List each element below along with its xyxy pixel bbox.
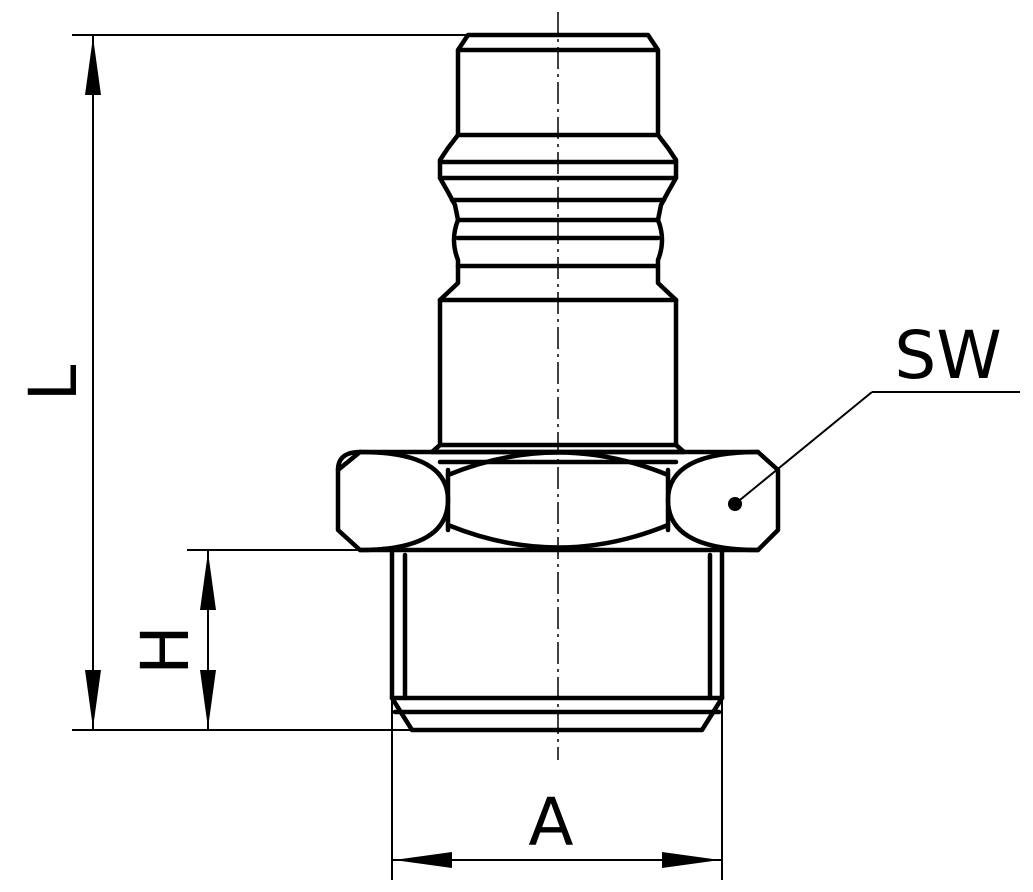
sw-leader-line: [734, 391, 873, 505]
dimension-a: A: [391, 700, 723, 880]
threaded-shank: [389, 547, 725, 733]
h-arrow-bottom: [200, 670, 216, 728]
a-arrow-right: [662, 852, 720, 868]
h-arrow-top: [200, 552, 216, 610]
l-arrow-bottom: [85, 670, 101, 728]
l-arrow-top: [85, 37, 101, 95]
a-label: A: [528, 784, 573, 861]
dimension-sw-leader: SW: [728, 317, 1020, 511]
l-label: L: [15, 364, 92, 401]
dimension-l: L: [15, 34, 468, 731]
a-arrow-left: [394, 852, 452, 868]
sw-label: SW: [894, 317, 1001, 394]
dimension-h: H: [127, 549, 392, 730]
hex-nut-sw: [335, 449, 781, 553]
h-label: H: [127, 625, 204, 675]
